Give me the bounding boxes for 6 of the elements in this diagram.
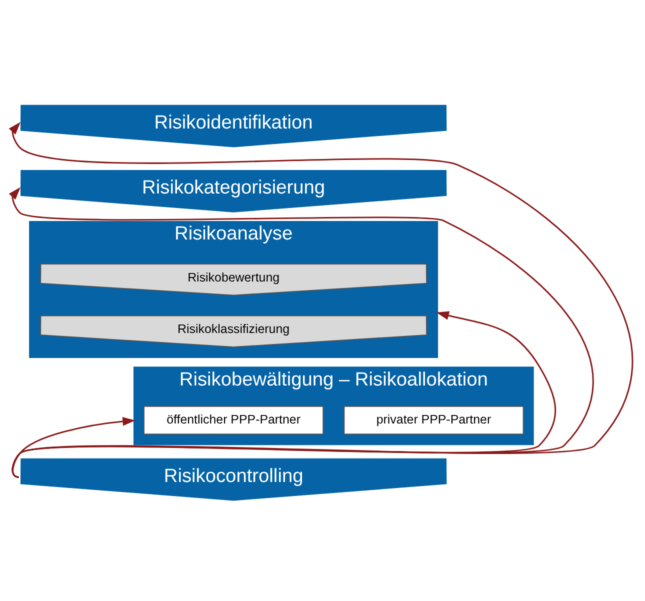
node-box: öffentlicher PPP-Partner xyxy=(144,406,324,435)
node-box: privater PPP-Partner xyxy=(344,406,524,435)
arrow xyxy=(8,122,633,478)
arrow xyxy=(8,187,594,478)
arrow xyxy=(12,417,136,478)
arrow xyxy=(12,311,556,478)
